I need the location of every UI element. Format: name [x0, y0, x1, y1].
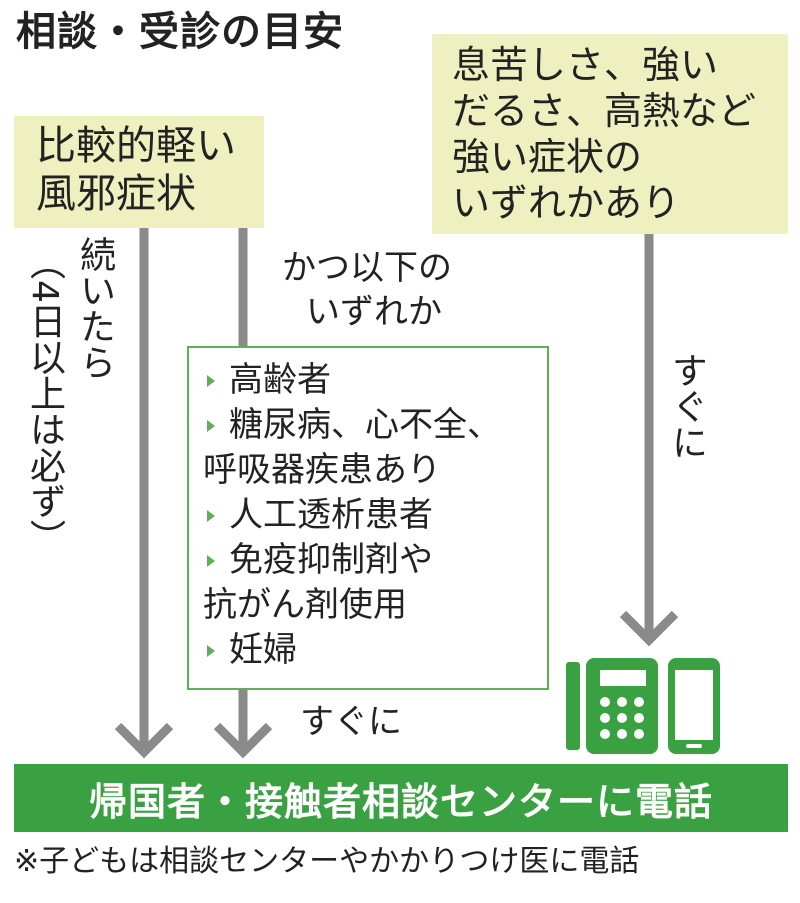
severe-line: 強い症状の — [452, 135, 643, 179]
arrowhead-condition — [213, 722, 273, 759]
condition-item: 高齢者 — [203, 358, 547, 403]
bullet-triangle-icon — [207, 375, 215, 387]
conditions-box: 高齢者 糖尿病、心不全、 呼吸器疾患あり 人工透析患者 免疫抑制剤や 抗がん剤使… — [187, 346, 549, 690]
condition-text: 高齢者 — [229, 360, 331, 400]
condition-item: 免疫抑制剤や 抗がん剤使用 — [203, 538, 547, 628]
severe-symptoms-box: 息苦しさ、強い だるさ、高熱など 強い症状の いずれかあり — [432, 34, 788, 234]
condition-item: 人工透析患者 — [203, 493, 547, 538]
children-note: ※子どもは相談センターやかかりつけ医に電話 — [14, 844, 640, 879]
bottom-immediately-label: すぐに — [300, 702, 402, 742]
condition-text: 呼吸器疾患あり — [203, 450, 441, 490]
condition-text: 人工透析患者 — [229, 495, 433, 535]
condition-item: 糖尿病、心不全、 呼吸器疾患あり — [203, 403, 547, 493]
page-title: 相談・受診の目安 — [16, 9, 344, 55]
condition-label: かつ以下の いずれか — [282, 246, 452, 334]
right-immediately-label: すぐに — [666, 352, 707, 460]
continued-label: 続いたら — [74, 236, 115, 380]
bullet-triangle-icon — [207, 420, 215, 432]
smartphone-icon — [668, 658, 720, 754]
call-center-banner: 帰国者・接触者相談センターに電話 — [14, 764, 788, 832]
severe-line: 息苦しさ、強い — [452, 43, 719, 87]
severe-line: だるさ、高熱など — [452, 89, 757, 133]
phone-icon — [566, 658, 658, 754]
severe-line: いずれかあり — [452, 181, 681, 225]
four-days-note: （4日以上は必ず） — [24, 244, 65, 555]
condition-label-line: かつ以下の — [282, 248, 452, 288]
arrowhead-severe — [619, 610, 679, 647]
bullet-triangle-icon — [207, 510, 215, 522]
mild-line: 比較的軽い — [36, 123, 236, 169]
mild-line: 風邪症状 — [36, 171, 196, 217]
arrowhead-mild-continued — [114, 722, 174, 759]
mild-symptoms-box: 比較的軽い 風邪症状 — [14, 116, 264, 228]
condition-text: 妊婦 — [229, 630, 297, 670]
condition-item: 妊婦 — [203, 628, 547, 673]
condition-label-line: いずれか — [306, 292, 442, 332]
bullet-triangle-icon — [207, 645, 215, 657]
bullet-triangle-icon — [207, 555, 215, 567]
condition-text: 糖尿病、心不全、 — [229, 405, 501, 445]
condition-text: 免疫抑制剤や — [229, 540, 433, 580]
condition-text: 抗がん剤使用 — [203, 585, 407, 625]
